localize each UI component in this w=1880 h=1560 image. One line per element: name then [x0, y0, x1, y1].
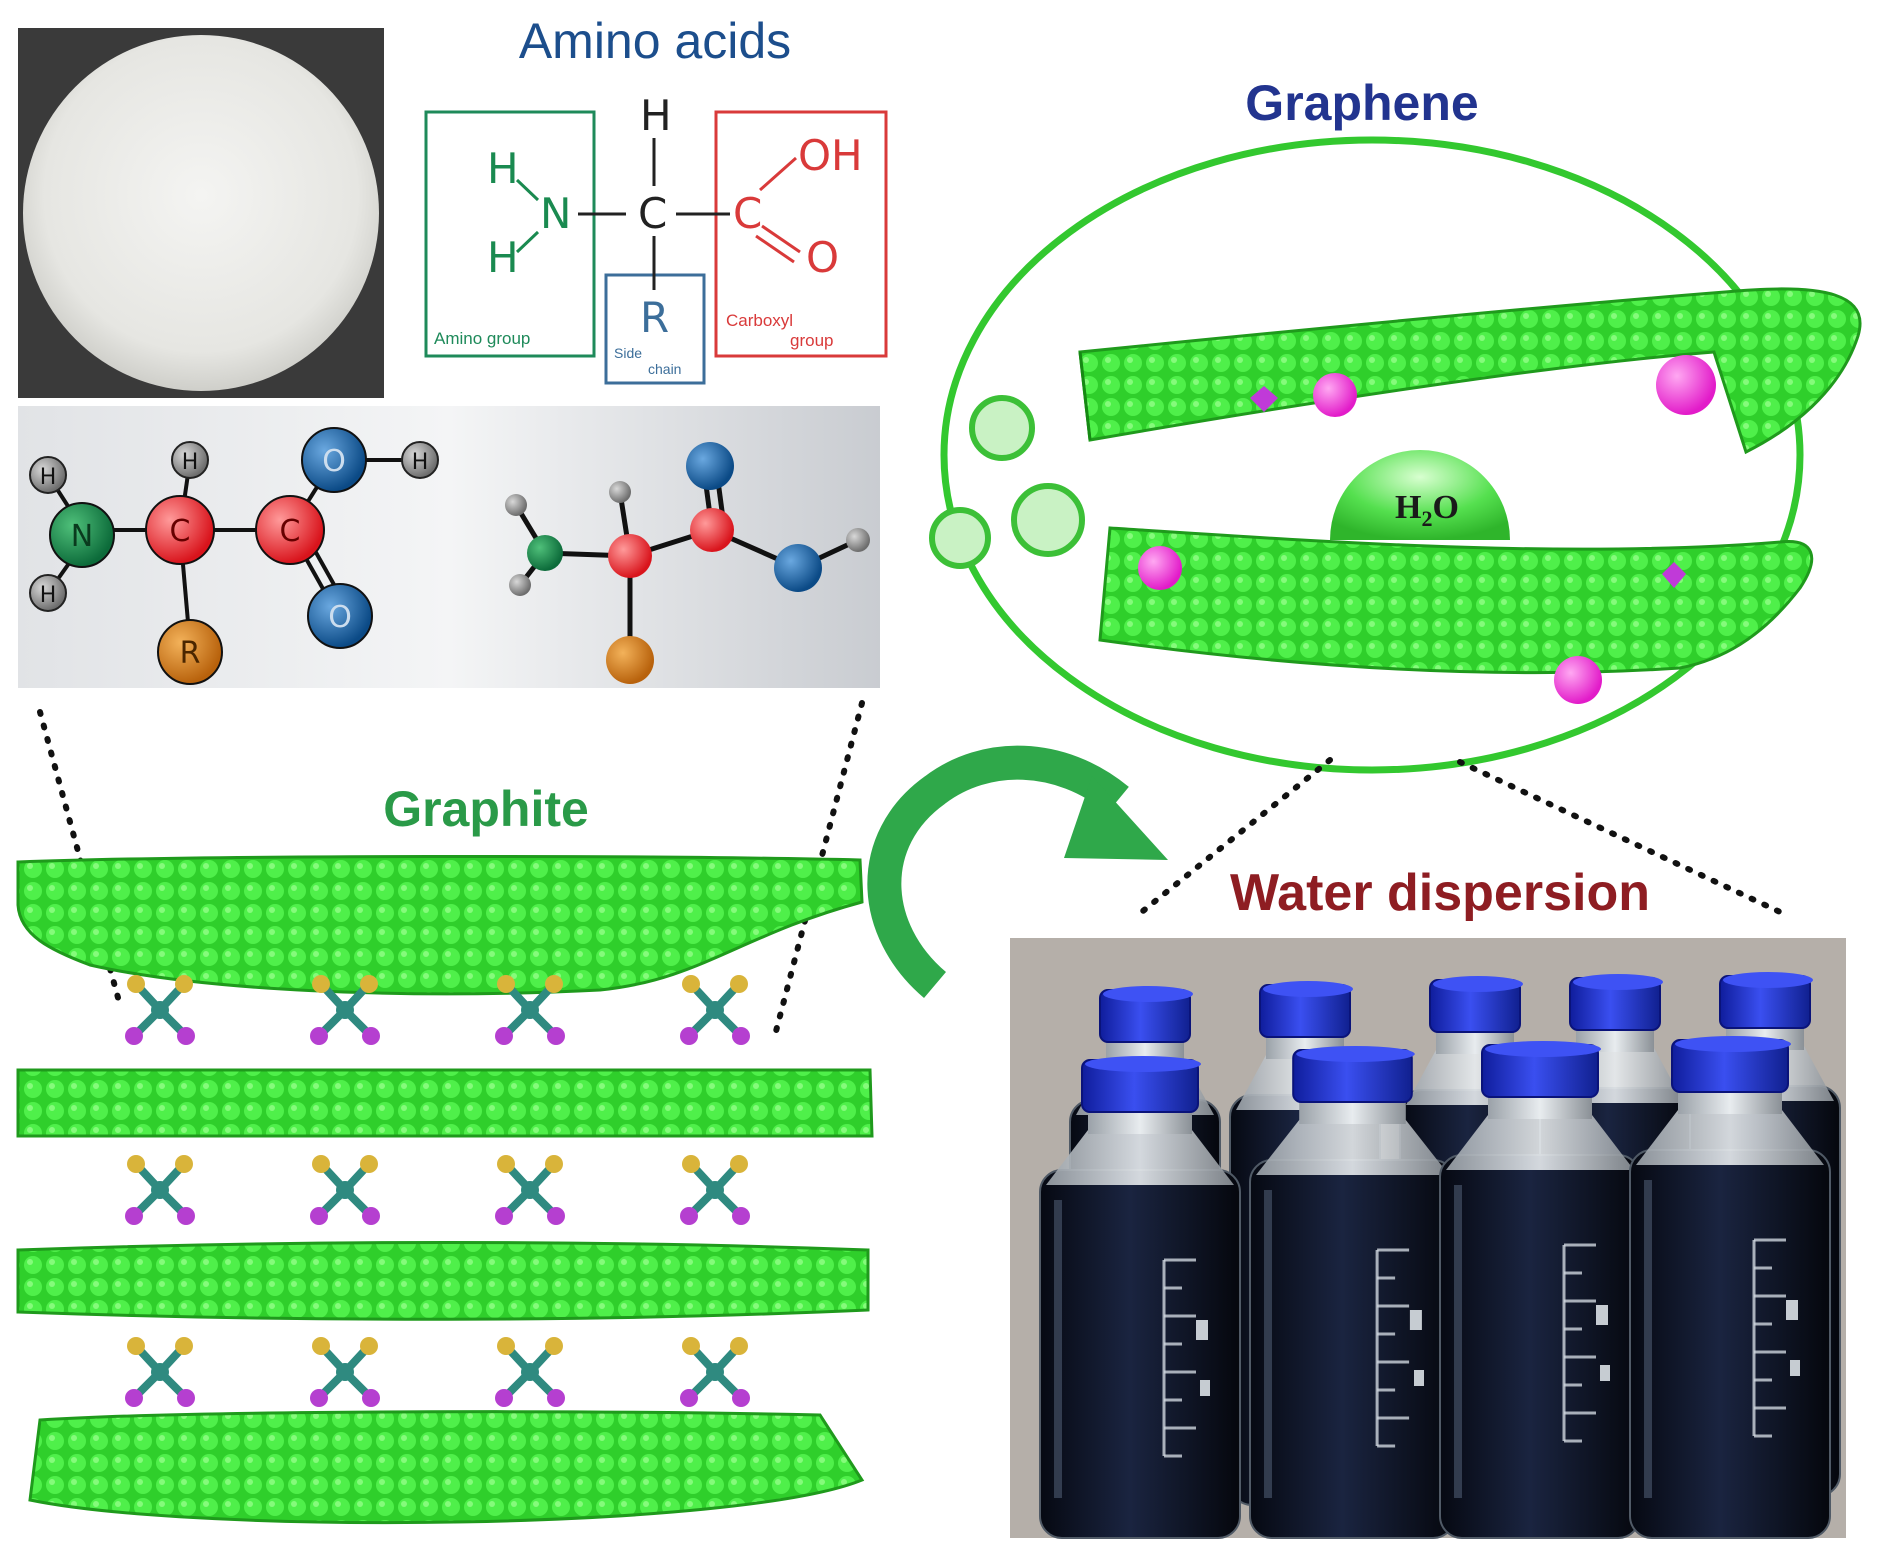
- intercalant-molecule: [310, 1155, 380, 1225]
- ball-o2: O: [328, 600, 352, 635]
- carboxyl-label-1: Carboxyl: [726, 311, 793, 330]
- intercalant-molecule: [310, 975, 380, 1045]
- intercalant-molecule: [310, 1337, 380, 1407]
- bottle: [1439, 1041, 1641, 1539]
- ball-h3: H: [182, 450, 199, 475]
- ball-c2: C: [280, 514, 301, 549]
- intercalant-molecule: [125, 1155, 195, 1225]
- bottle: [1629, 1036, 1831, 1539]
- c-carboxyl: C: [733, 189, 762, 238]
- carboxyl-label-2: group: [790, 331, 833, 350]
- curved-arrow: [867, 745, 1168, 998]
- intercalant-molecule: [495, 975, 565, 1045]
- graphite-stack: [16, 854, 874, 1525]
- graphite-sheet-3: [16, 1241, 870, 1321]
- intercalant-molecule: [495, 1337, 565, 1407]
- amino-group-box: [424, 110, 596, 358]
- oh-group: OH: [798, 131, 863, 180]
- bottle: [1039, 1056, 1241, 1539]
- powder-photo: [18, 28, 384, 398]
- intercalant-molecule: [680, 1155, 750, 1225]
- ball-c1: C: [170, 514, 191, 549]
- bottles-photo: [1010, 938, 1846, 1539]
- ball-h1: H: [40, 465, 57, 490]
- ball-h4: H: [412, 450, 429, 475]
- graphene-sheet-lower: [1098, 526, 1814, 675]
- intercalant-molecule: [125, 1337, 195, 1407]
- graphite-title: Graphite: [383, 781, 589, 837]
- h-lower-left: H: [487, 233, 519, 282]
- bottles-group: [1039, 972, 1841, 1539]
- side-chain-label-1: Side: [614, 345, 642, 361]
- ball-r: R: [180, 636, 201, 671]
- graphene-title: Graphene: [1245, 75, 1478, 131]
- intercalant-molecule: [680, 1337, 750, 1407]
- graphite-sheet-1: [16, 854, 864, 996]
- bottle: [1249, 1046, 1456, 1539]
- carboxyl-group-box: [714, 110, 888, 358]
- amino-group-label: Amino group: [434, 329, 530, 348]
- water-dome: [1330, 450, 1510, 540]
- graphite-sheet-4: [28, 1410, 865, 1525]
- ball-stick-panel: H H H H N C C O O R: [18, 406, 880, 688]
- ball-n: N: [71, 519, 93, 554]
- c-alpha: C: [638, 189, 667, 238]
- amino-acids-title: Amino acids: [519, 13, 791, 69]
- water-dispersion-title: Water dispersion: [1230, 864, 1650, 922]
- water-label: H2O: [1395, 489, 1459, 531]
- graphene-view: H2O: [929, 136, 1862, 774]
- n-atom: N: [540, 189, 571, 238]
- ball-o1: O: [322, 444, 346, 479]
- r-group: R: [640, 293, 669, 342]
- intercalant-molecule: [680, 975, 750, 1045]
- intercalant-molecule: [125, 975, 195, 1045]
- intercalant-molecules: [125, 975, 750, 1407]
- h-top: H: [640, 91, 672, 140]
- o-atom: O: [806, 233, 839, 282]
- h-upper-left: H: [487, 144, 519, 193]
- intercalant-molecule: [495, 1155, 565, 1225]
- graphene-ellipse: [940, 136, 1804, 774]
- graphene-sheet-upper: [1078, 287, 1862, 455]
- graphite-sheet-2: [16, 1068, 874, 1138]
- structural-formula: H H N H C R C OH O Amino group Side chai…: [424, 91, 888, 385]
- water-droplets: [929, 395, 1085, 569]
- side-chain-label-2: chain: [648, 361, 681, 377]
- ball-h2: H: [40, 583, 57, 608]
